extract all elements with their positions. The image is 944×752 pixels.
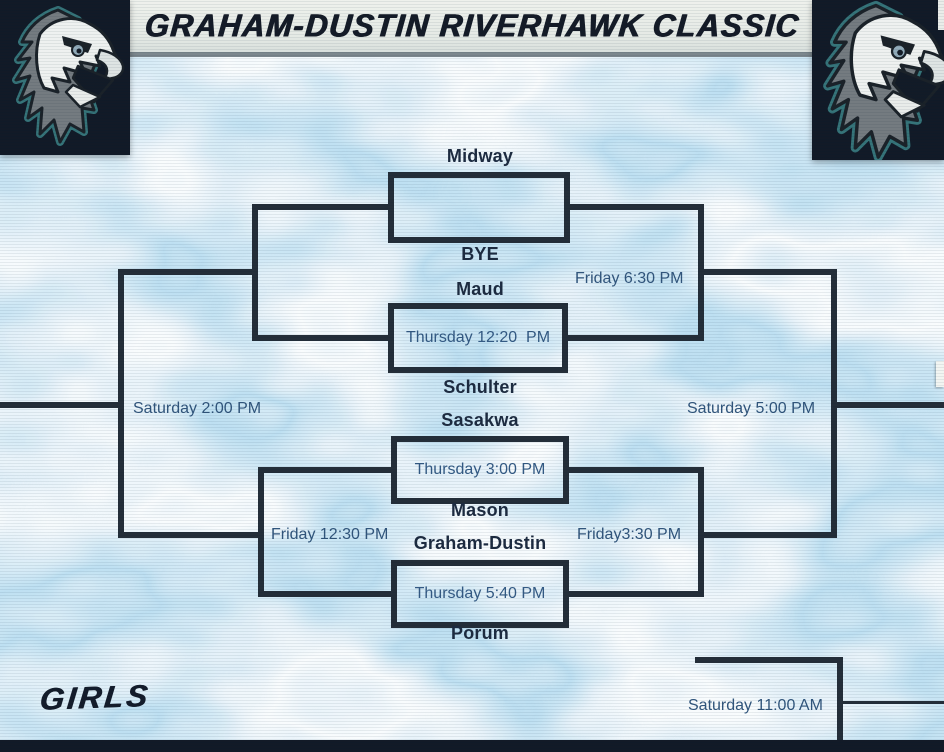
label-consolation-final: Saturday 2:00 PM — [133, 400, 262, 417]
division-label: GIRLS — [37, 678, 152, 717]
tournament-title: GRAHAM-DUSTIN RIVERHAWK CLASSIC — [143, 7, 801, 44]
team-sasakwa: Sasakwa — [441, 410, 519, 430]
line-extra-top — [695, 657, 843, 663]
riverhawk-eagle-icon — [12, 6, 125, 146]
line-g3-left — [258, 467, 395, 473]
line-g1-left — [252, 204, 392, 210]
scrollbar-thumb[interactable] — [936, 361, 944, 387]
line-adv-lower-left — [118, 532, 264, 538]
logo-top-left — [0, 0, 130, 155]
line-g4-left — [258, 591, 395, 597]
riverhawk-eagle-icon — [823, 0, 944, 160]
line-g2-right — [562, 335, 704, 341]
label-winners-semi-top: Friday 6:30 PM — [575, 270, 684, 287]
line-champion-left — [0, 402, 122, 408]
gamebox-midway-bye — [388, 172, 570, 243]
line-g1-right — [564, 204, 704, 210]
line-g3-right — [563, 467, 704, 473]
label-winners-semi-bottom: Friday3:30 PM — [577, 526, 682, 543]
team-porum: Porum — [450, 623, 509, 643]
line-champion-right — [831, 402, 944, 408]
gamebox-sasakwa-mason: Thursday 3:00 PM — [391, 436, 569, 504]
team-mason: Mason — [450, 500, 509, 520]
label-winners-final: Saturday 5:00 PM — [687, 400, 816, 417]
team-graham-dustin: Graham-Dustin — [413, 533, 547, 553]
line-g4-right — [563, 591, 704, 597]
line-extra-out — [841, 701, 944, 704]
label-consolation-semi-bottom: Friday 12:30 PM — [271, 526, 389, 543]
line-adv-lower-right — [698, 532, 837, 538]
line-adv-upper-left — [118, 269, 258, 275]
label-extra-game: Saturday 11:00 AM — [688, 697, 823, 714]
game-time: Thursday 3:00 PM — [414, 461, 546, 478]
gamebox-maud-schulter: Thursday 12:20 PM — [388, 303, 568, 373]
team-schulter: Schulter — [443, 377, 517, 397]
logo-top-right — [812, 0, 944, 160]
line-adv-upper-right — [698, 269, 837, 275]
title-band: GRAHAM-DUSTIN RIVERHAWK CLASSIC — [0, 0, 944, 57]
gamebox-grahamdustin-porum: Thursday 5:40 PM — [391, 560, 569, 628]
bottom-navy-bar — [0, 740, 944, 752]
team-midway: Midway — [446, 146, 514, 166]
game-time: Thursday 12:20 PM — [405, 329, 551, 346]
line-extra-vertical — [837, 657, 843, 742]
line-g2-left — [252, 335, 392, 341]
game-time: Thursday 5:40 PM — [414, 585, 546, 602]
screen-edge-artifact — [938, 0, 944, 30]
team-bye: BYE — [461, 244, 499, 264]
team-maud: Maud — [456, 279, 504, 299]
